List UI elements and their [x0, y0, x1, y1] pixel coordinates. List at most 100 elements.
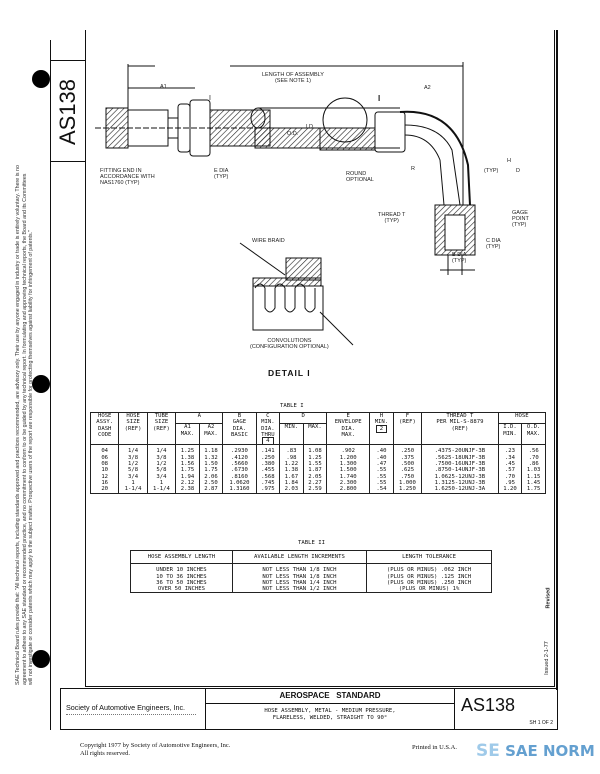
length-of-assembly-label: LENGTH OF ASSEMBLY (SEE NOTE 1) [262, 72, 324, 84]
a1-label: A1 [160, 84, 167, 90]
sae-logo: SE [476, 741, 500, 761]
copyright-text: Copyright 1977 by Society of Automotive … [80, 742, 231, 749]
table-cell: .4375-20UNJF-3B [421, 444, 499, 455]
table-cell: 1.6250-12UNJ-3A [421, 486, 499, 494]
table-cell: 1.75 [521, 486, 546, 494]
table-cell: .902 [326, 444, 371, 455]
table-cell: 1 [146, 479, 177, 487]
col-a2: A2 MAX. [198, 423, 224, 446]
table-cell: 1/4 [118, 444, 148, 455]
table-cell: 1.500 [326, 467, 371, 474]
thread-t-label: THREAD T (TYP) [378, 212, 406, 224]
issued-date: Issued 2-1-77 [543, 641, 550, 675]
gage-point-label: GAGE POINT (TYP) [512, 210, 529, 228]
table1: HOSE ASSY. DASH CODE HOSE SIZE (REF) TUB… [89, 411, 547, 494]
col-increments: AVAILABLE LENGTH INCREMENTS [231, 550, 368, 565]
col-dash: HOSE ASSY. DASH CODE [89, 411, 120, 446]
copyright: Copyright 1977 by Society of Automotive … [80, 742, 230, 758]
table-cell: .375 [392, 454, 423, 462]
table-cell: 3/4 [146, 473, 177, 480]
table-cell: 1-1/4 [118, 486, 148, 494]
table1-caption: TABLE I [280, 403, 304, 409]
h-label: H [507, 158, 511, 164]
rights-text: All rights reserved. [80, 750, 131, 757]
table-cell: 1/4 [146, 444, 177, 455]
binder-hole [32, 70, 50, 88]
side-document-number: AS138 [50, 60, 86, 162]
table-cell: 2.03 [279, 486, 304, 494]
fitting-end-label: FITTING END IN ACCORDANCE WITH NAS1760 (… [100, 168, 155, 186]
table-cell: .6730 [222, 467, 257, 474]
printed-in: Printed in U.S.A. [412, 744, 457, 751]
number-cell: AS138 SH 1 OF 2 [455, 689, 557, 729]
table-cell: 1.200 [326, 454, 371, 462]
organization-cell: Society of Automotive Engineers, Inc. [61, 689, 206, 729]
table-cell: .7500-16UNJF-3B [421, 461, 499, 468]
round-optional-label: ROUND OPTIONAL [346, 171, 374, 183]
table-cell: NOT LESS THAN 1/8 INCH [231, 563, 368, 574]
table-cell: 1.15 [521, 473, 546, 480]
col-hose-size: HOSE SIZE (REF) [118, 411, 148, 446]
category-label: AEROSPACE STANDARD [206, 689, 454, 704]
table-cell: 2.38 [175, 486, 200, 494]
table-cell: .5625-18UNJF-3B [421, 454, 499, 462]
table-cell: .625 [392, 467, 423, 474]
table-cell: 1.3160 [222, 486, 257, 494]
table-cell: 1.250 [392, 486, 423, 494]
table-cell: 1.0625-12UNJ-3B [421, 473, 499, 480]
table-cell: 5/8 [146, 467, 177, 474]
table-cell: .54 [369, 486, 394, 494]
revised-label: Revised [545, 587, 552, 609]
detail-ref-left: I [209, 95, 211, 102]
table-cell: NOT LESS THAN 1/4 INCH [231, 579, 368, 587]
wire-braid-label: WIRE BRAID [252, 238, 285, 244]
table-cell: .86 [521, 461, 546, 468]
col-f: F (REF) [392, 411, 423, 446]
table-cell: 2.300 [326, 479, 371, 487]
col-tolerance: LENGTH TOLERANCE [366, 550, 492, 565]
d-label: D [516, 168, 520, 174]
c-dia-label: C DIA (TYP) [486, 238, 501, 250]
col-e: E ENVELOPE DIA. MAX. [326, 411, 371, 446]
detail-ref-right: I [378, 94, 381, 103]
table-cell: (PLUS OR MINUS) .125 INCH [366, 573, 492, 580]
table-cell: .40 [369, 444, 394, 455]
drawing-frame [85, 30, 555, 687]
title-cell: AEROSPACE STANDARD HOSE ASSEMBLY, METAL … [206, 689, 455, 729]
convolutions-label: CONVOLUTIONS (CONFIGURATION OPTIONAL) [250, 338, 329, 350]
table-cell: 1.0620 [222, 479, 257, 487]
col-a1: A1 MAX. [175, 423, 200, 446]
table-cell: OVER 50 INCHES [130, 586, 233, 593]
table-cell: 20 [89, 486, 120, 494]
table-cell: .70 [521, 454, 546, 462]
binder-hole [32, 650, 50, 668]
table-cell: .23 [497, 444, 523, 455]
table-cell: .4120 [222, 454, 257, 462]
table-cell: .750 [392, 473, 423, 480]
table-cell: 3/8 [146, 454, 177, 462]
table-cell: 1-1/4 [146, 486, 177, 494]
table-cell: .141 [255, 444, 281, 455]
table-cell: (PLUS OR MINUS) 1% [366, 586, 492, 593]
table2-caption: TABLE II [298, 540, 325, 546]
col-h-text: H MIN. [374, 413, 389, 426]
table-cell: .56 [521, 444, 546, 455]
border-line [50, 40, 51, 730]
table-cell: 04 [89, 444, 120, 455]
table-cell: .975 [255, 486, 281, 494]
table2: HOSE ASSEMBLY LENGTH AVAILABLE LENGTH IN… [130, 550, 492, 594]
document-title: HOSE ASSEMBLY, METAL - MEDIUM PRESSURE, … [264, 708, 396, 721]
table-cell: 1.20 [497, 486, 523, 494]
table-cell: .8750-14UNJF-3B [421, 467, 499, 474]
e-dia-label: E DIA (TYP) [214, 168, 229, 180]
detail-title: DETAIL I [268, 368, 311, 378]
table-cell: 2.59 [302, 486, 328, 494]
table-cell: 1.3125-12UNJ-3B [421, 479, 499, 487]
a2-label: A2 [424, 85, 431, 91]
